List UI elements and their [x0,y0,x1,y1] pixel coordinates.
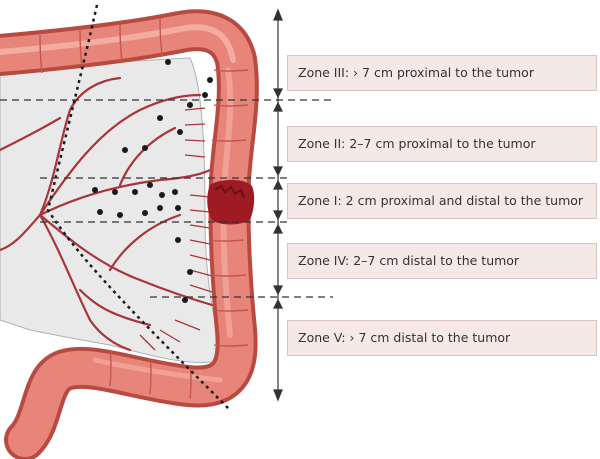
zone-4-label: Zone IV: 2–7 cm distal to the tumor [287,243,597,279]
zone-1-label: Zone I: 2 cm proximal and distal to the … [287,183,597,219]
measure-arrows [274,10,282,400]
zone-5-label: Zone V: › 7 cm distal to the tumor [287,320,597,356]
zone-3-label: Zone III: › 7 cm proximal to the tumor [287,55,597,91]
tumor [207,180,254,225]
zone-2-label: Zone II: 2–7 cm proximal to the tumor [287,126,597,162]
